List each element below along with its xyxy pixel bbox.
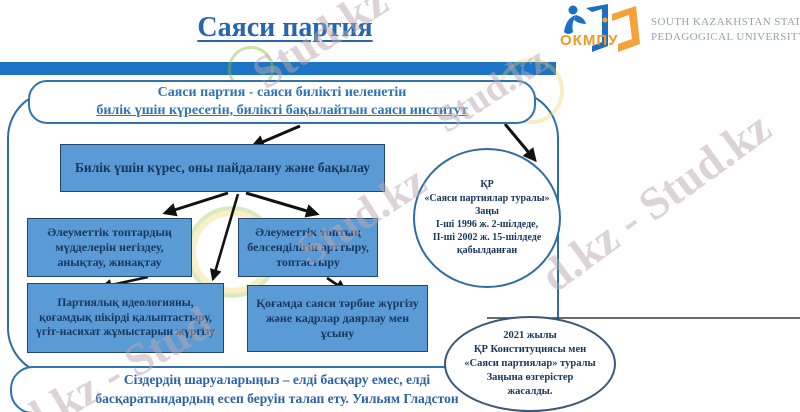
logo-name: SOUTH KAZAKHSTAN STATE PEDAGOGICAL UNIVE… bbox=[651, 15, 800, 45]
flow-box-party-ideology: Партиялық идеологияны, қоғамдық пікірді … bbox=[27, 283, 224, 353]
law-line: Заңы bbox=[475, 205, 499, 217]
amendment-line: ҚР Конституциясы мен bbox=[473, 344, 587, 356]
law-oval: ҚР «Саяси партиялар туралы» Заңы І-ші 19… bbox=[413, 148, 561, 288]
flow-box-social-group-activity: Әлеуметтік топтың белсенділігін арттыру,… bbox=[238, 218, 378, 277]
law-line: І-ші 1996 ж. 2-шілдеде, bbox=[435, 219, 539, 230]
flow-box-social-group-interests: Әлеуметтік топтардың мүдделерін негіздеу… bbox=[27, 218, 192, 277]
amendment-oval: 2021 жылы ҚР Конституциясы мен «Саяси па… bbox=[444, 316, 616, 412]
quote-line2: басқаратындардың есеп беруін талап ету. … bbox=[95, 391, 459, 406]
studkz-watermark: d.kz - Stud.kz bbox=[530, 101, 781, 302]
logo-name-line2: PEDAGOGICAL UNIVERSITY bbox=[651, 30, 800, 43]
definition-line1: Саяси партия - саяси билікті иеленетін bbox=[157, 84, 407, 100]
university-logo: ОКМПУ SOUTH KAZAKHSTAN STATE PEDAGOGICAL… bbox=[556, 2, 800, 56]
law-line: қабылданған bbox=[456, 245, 518, 257]
law-line: ҚР bbox=[480, 179, 494, 191]
amendment-line: «Саяси партиялар» туралы bbox=[464, 358, 596, 370]
law-line: «Саяси партиялар туралы» bbox=[424, 192, 550, 204]
definition-box: Саяси партия - саяси билікті иеленетін б… bbox=[28, 80, 536, 124]
university-emblem-icon bbox=[564, 4, 640, 52]
amendment-line: 2021 жылы bbox=[503, 330, 557, 342]
flow-box-political-education: Қоғамда саяси тәрбие жүргізу және кадрла… bbox=[247, 285, 428, 352]
quote-line1: Сіздердің шаруаларыңыз – елді басқару ем… bbox=[123, 372, 431, 388]
amendment-line: Заңына өзгерістер bbox=[486, 371, 574, 383]
quote-box: Сіздердің шаруаларыңыз – елді басқару ем… bbox=[10, 366, 544, 412]
law-line: ІІ-ші 2002 ж. 15-шілдеде bbox=[432, 232, 542, 244]
logo-name-line1: SOUTH KAZAKHSTAN STATE bbox=[651, 16, 800, 28]
header-bar bbox=[0, 62, 556, 75]
amendment-line: жасалды. bbox=[507, 385, 553, 397]
logo-acronym: ОКМПУ bbox=[560, 32, 619, 49]
page-title: Саяси партия bbox=[197, 12, 373, 43]
definition-line2: билік үшін күресетін, билікті бақылайтын… bbox=[96, 103, 468, 118]
flow-box-power-struggle: Билік үшін күрес, оны пайдалану және бақ… bbox=[60, 144, 385, 192]
